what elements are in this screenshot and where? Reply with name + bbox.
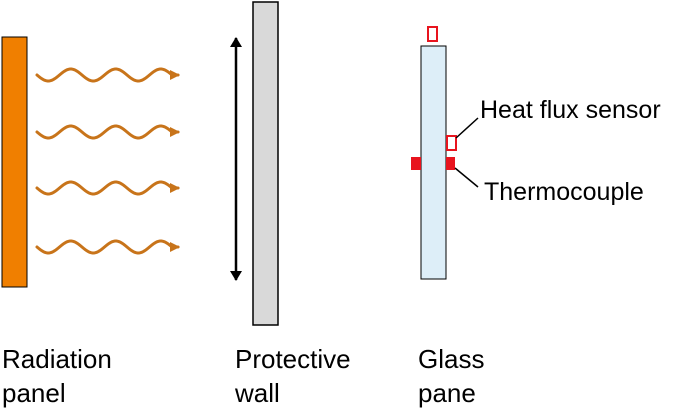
radiation-panel-caption-line-1: Radiation — [2, 344, 112, 374]
heat-flux-sensor-label: Heat flux sensor — [480, 96, 661, 124]
radiation-waves — [35, 67, 180, 255]
protective-wall-caption: Protective wall — [235, 342, 351, 410]
thermocouple-leader — [454, 167, 479, 188]
heat-flux-sensor-marker — [446, 135, 457, 151]
protective-wall-caption-line-1: Protective — [235, 344, 351, 374]
thermocouple-label: Thermocouple — [484, 178, 644, 206]
radiation-panel-caption-line-2: panel — [2, 378, 66, 408]
radiation-wave-arrow — [35, 124, 180, 140]
thermocouple-marker-left — [411, 157, 421, 170]
glass-pane — [420, 45, 447, 280]
heat-flux-sensor-leader — [455, 117, 479, 139]
glass-pane-caption: Glass pane — [418, 342, 484, 410]
radiation-wave-arrow — [35, 239, 180, 255]
protective-wall — [252, 1, 279, 326]
radiation-wave-arrow — [35, 180, 180, 196]
radiation-panel-caption: Radiation panel — [2, 342, 112, 410]
radiation-panel — [1, 36, 28, 288]
top-heat-flux-sensor-marker — [427, 26, 438, 42]
protective-wall-caption-line-2: wall — [235, 378, 280, 408]
radiation-wave-arrow — [35, 67, 180, 83]
glass-pane-caption-line-2: pane — [418, 378, 476, 408]
glass-pane-caption-line-1: Glass — [418, 344, 485, 374]
thermocouple-marker-right — [446, 157, 455, 170]
